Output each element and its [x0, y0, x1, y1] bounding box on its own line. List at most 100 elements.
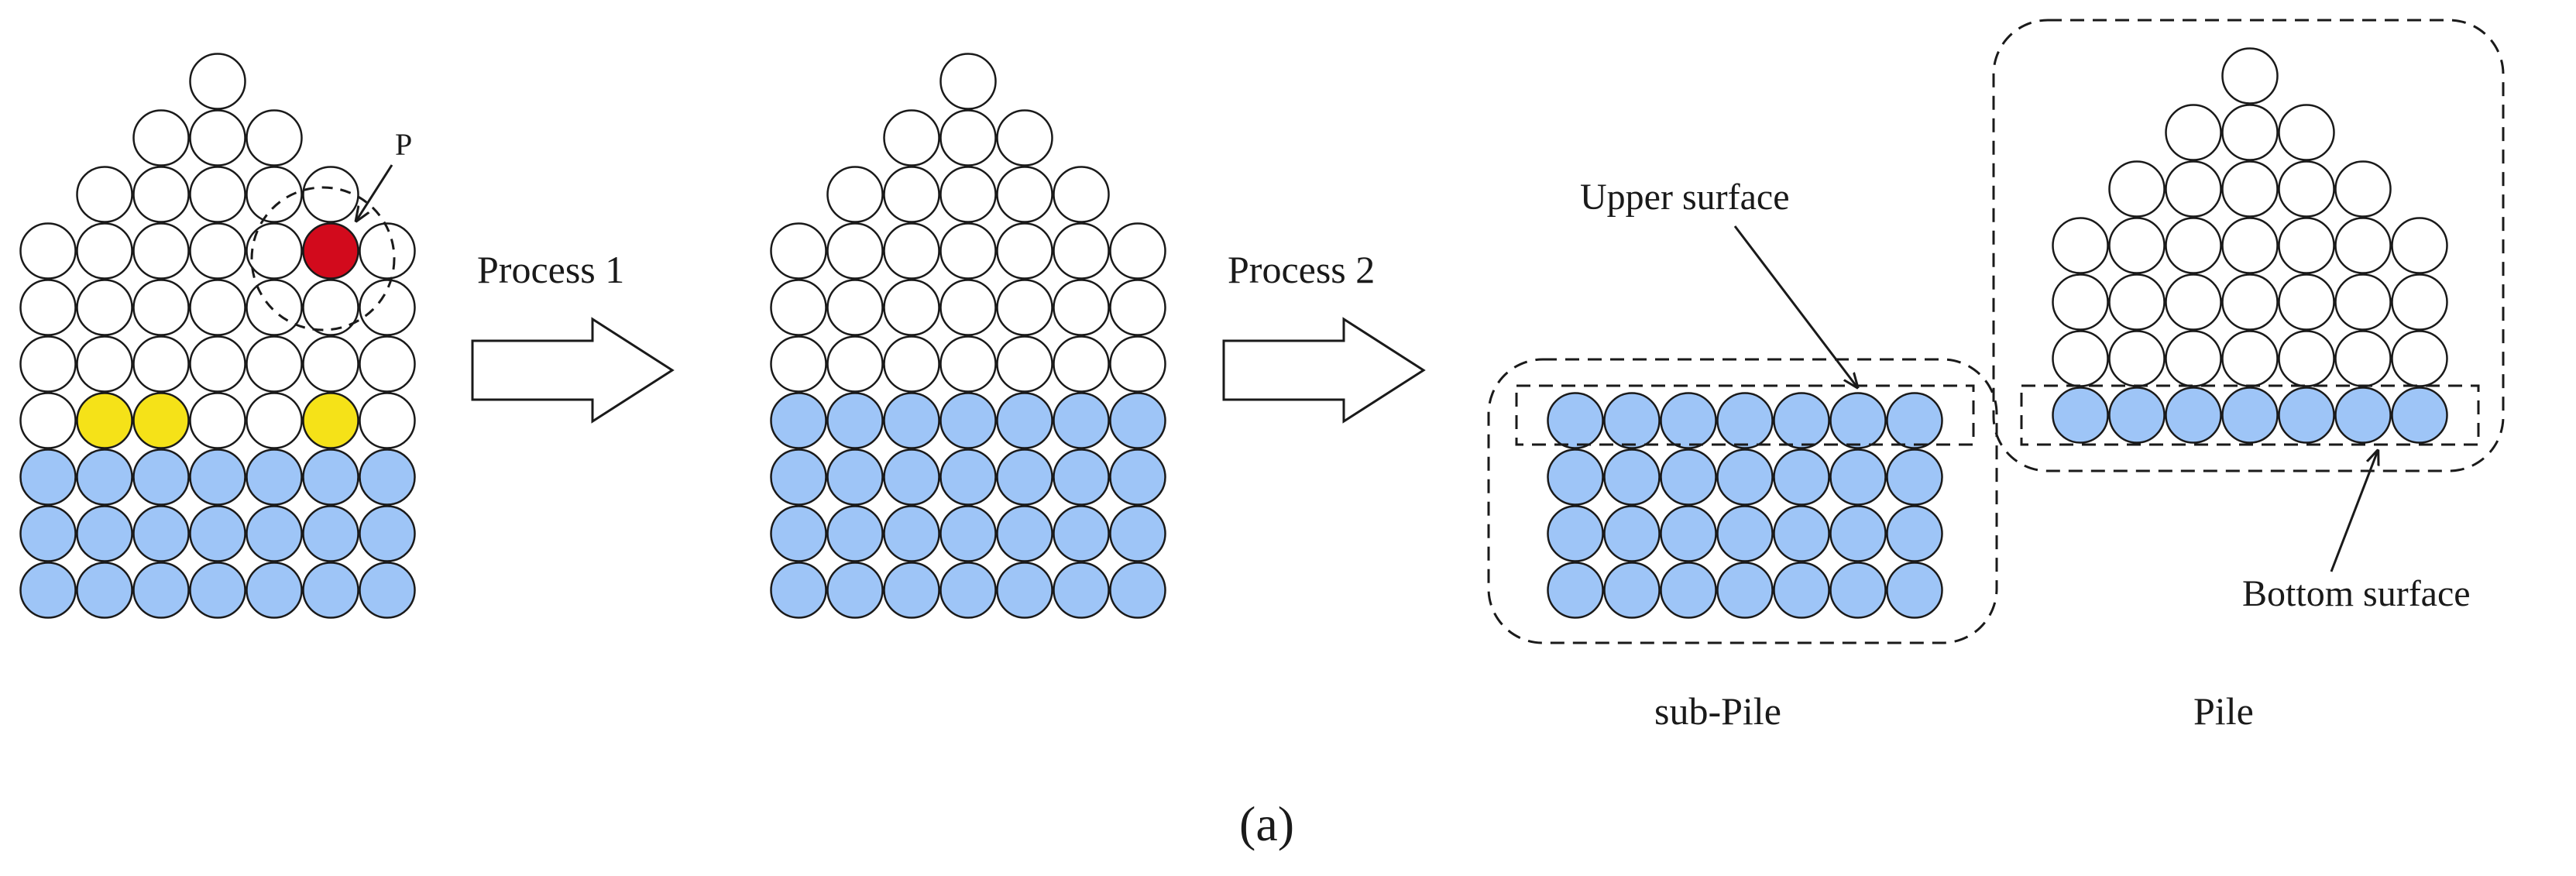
stage1-particle-empty: [19, 279, 77, 336]
stage2-particle-settled: [826, 562, 884, 619]
stage2-particle-settled: [996, 562, 1053, 619]
bottom-surface-label: Bottom surface: [2242, 573, 2471, 614]
stage1-particle-empty: [19, 335, 77, 393]
subpile-particle-settled: [1603, 505, 1661, 562]
pile-particle-settled: [2108, 386, 2166, 444]
pile-particle-settled: [2165, 386, 2222, 444]
stage2-particle-settled: [1053, 562, 1110, 619]
stage2-particle-empty: [1053, 166, 1110, 223]
stage1-particle-empty: [302, 166, 359, 223]
pile-particle-stack: [2052, 47, 2448, 444]
pile-particle-empty: [2221, 217, 2279, 274]
stage1-particle-settled: [246, 448, 303, 506]
stage2-particle-settled: [939, 392, 997, 449]
stage1-particle-empty: [76, 335, 133, 393]
figure-caption: (a): [1239, 796, 1294, 851]
pile-particle-empty: [2165, 330, 2222, 387]
stage2-particle-settled: [883, 562, 940, 619]
stage1-particle-empty: [76, 222, 133, 280]
stage2-particle-settled: [826, 448, 884, 506]
pile-particle-empty: [2165, 104, 2222, 161]
pile-particle-empty: [2334, 273, 2392, 331]
stage2-particle-empty: [996, 279, 1053, 336]
upper-surface-pointer: [1733, 225, 1857, 387]
stage2-particle-empty: [826, 222, 884, 280]
pile-particle-empty: [2221, 273, 2279, 331]
stage2-particle-empty: [826, 166, 884, 223]
subpile-particle-settled: [1886, 448, 1943, 506]
subpile-particle-settled: [1716, 448, 1774, 506]
upper-surface-label: Upper surface: [1580, 177, 1790, 218]
stage1-particle-settled: [76, 562, 133, 619]
stage1-particle-settled: [246, 562, 303, 619]
stage2-particle-settled: [939, 505, 997, 562]
subpile-particle-settled: [1773, 448, 1830, 506]
stage1-particle-empty: [132, 279, 190, 336]
stage1-particle-empty: [246, 222, 303, 280]
pile-particle-empty: [2108, 273, 2166, 331]
stage2-particle-settled: [939, 562, 997, 619]
stage1-particle-empty: [76, 166, 133, 223]
stage1-particle-empty: [132, 109, 190, 167]
pile-particle-settled: [2334, 386, 2392, 444]
pile-particle-empty: [2278, 330, 2335, 387]
stage2-particle-settled: [883, 392, 940, 449]
p-neighborhood-outline: [250, 186, 396, 332]
stage1-particle-settled: [302, 505, 359, 562]
pile-particle-empty: [2334, 160, 2392, 218]
stage1-particle-empty: [189, 279, 246, 336]
subpile-particle-settled: [1829, 505, 1887, 562]
stage2-particle-settled: [770, 562, 827, 619]
stage1-particle-empty: [132, 166, 190, 223]
subpile-particle-settled: [1716, 562, 1774, 619]
stage1-particle-empty: [246, 279, 303, 336]
pile-particle-empty: [2278, 217, 2335, 274]
stage2-particle-empty: [1109, 335, 1166, 393]
stage2-particle-empty: [1109, 279, 1166, 336]
subpile-particle-settled: [1886, 392, 1943, 449]
pile-particle-empty: [2278, 104, 2335, 161]
pile-particle-empty: [2391, 273, 2448, 331]
stage1-particle-empty: [189, 109, 246, 167]
stage1-particle-settled: [19, 505, 77, 562]
upper-surface-outline: [1515, 384, 1975, 446]
subpile-particle-settled: [1773, 392, 1830, 449]
stage1-particle-empty: [132, 335, 190, 393]
stage2-particle-empty: [996, 109, 1053, 167]
process2-arrow: [1222, 317, 1426, 424]
stage1-particle-settled: [189, 448, 246, 506]
stage1-particle-settled: [76, 448, 133, 506]
subpile-particle-settled: [1829, 562, 1887, 619]
stage2-particle-empty: [770, 279, 827, 336]
subpile-particle-settled: [1660, 562, 1717, 619]
process1-label: Process 1: [477, 248, 624, 291]
subpile-particle-settled: [1829, 448, 1887, 506]
stage1-particle-settled: [246, 505, 303, 562]
stage2-particle-empty: [939, 53, 997, 110]
pile-particle-settled: [2391, 386, 2448, 444]
stage1-particle-settled: [76, 505, 133, 562]
pile-particle-empty: [2221, 104, 2279, 161]
stage1-particle-empty: [132, 222, 190, 280]
stage1-particle-settled: [19, 562, 77, 619]
stage2-particle-empty: [883, 109, 940, 167]
stage2-particle-empty: [939, 109, 997, 167]
stage1-particle-empty: [189, 53, 246, 110]
pile-particle-empty: [2221, 330, 2279, 387]
stage1-particle-empty: [189, 222, 246, 280]
stage1-particle-empty: [302, 335, 359, 393]
stage2-particle-settled: [939, 448, 997, 506]
stage2-particle-empty: [770, 335, 827, 393]
pile-particle-empty: [2334, 217, 2392, 274]
pile-particle-empty: [2108, 160, 2166, 218]
stage2-particle-empty: [939, 166, 997, 223]
stage1-particle-settled: [19, 448, 77, 506]
subpile-particle-settled: [1660, 505, 1717, 562]
stage1-particle-settled: [132, 505, 190, 562]
stage2-particle-empty: [996, 166, 1053, 223]
stage2-particle-empty: [883, 335, 940, 393]
stage1-particle-empty: [246, 335, 303, 393]
process1-arrow: [471, 317, 675, 424]
stage2-particle-empty: [1053, 335, 1110, 393]
